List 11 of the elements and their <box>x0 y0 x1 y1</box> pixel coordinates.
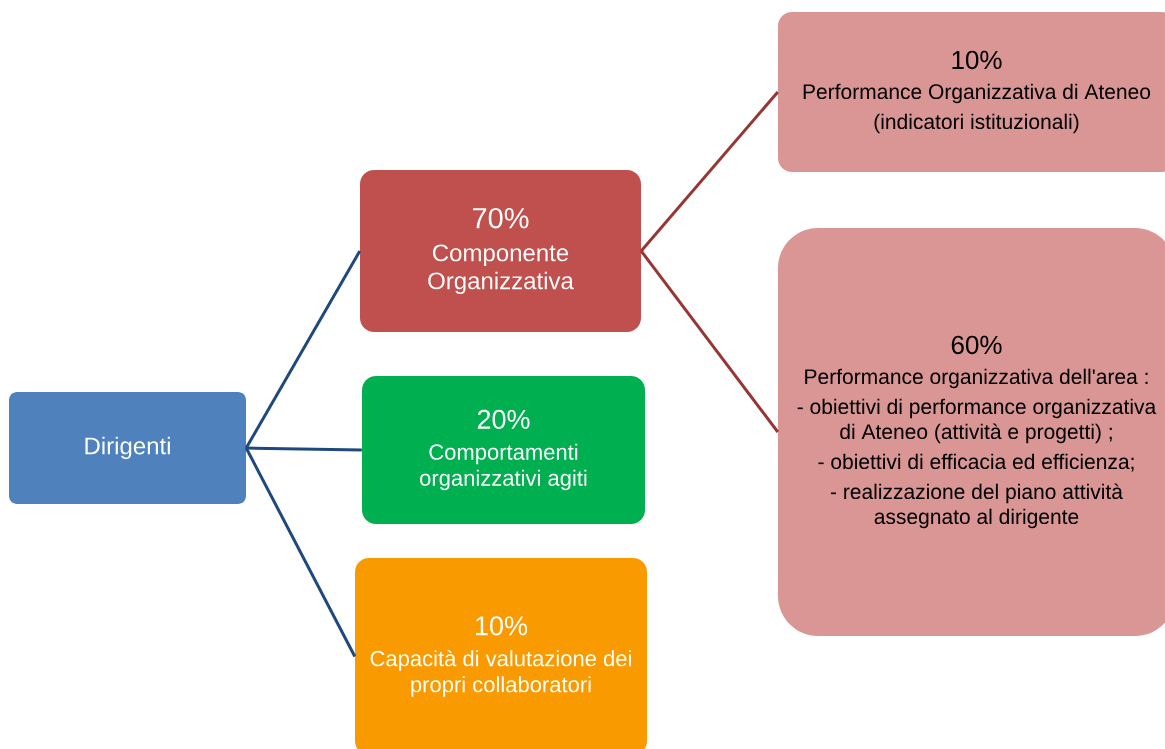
process-box: Dirigenti <box>9 392 246 504</box>
connector-line <box>244 250 362 449</box>
process-box: 60% Performance organizzativa dell'area : - obiettivi di performance organizzativa di Ateneo (attività e progetti) ; - obiettivi di efficacia ed efficienza; - realizzazione del piano attività assegnato al dirigente <box>778 228 1165 636</box>
process-box: 10% Capacità di valutazione dei propri collaboratori <box>355 558 647 749</box>
process-box: 20% Comportamenti organizzativi agiti <box>362 376 645 524</box>
process-box: 70% Componente Organizzativa <box>360 170 641 332</box>
connector-line <box>246 446 362 452</box>
connector-line <box>244 447 357 658</box>
process-box: 10% Performance Organizzativa di Ateneo (indicatori istituzionali) <box>778 12 1165 172</box>
connector-line <box>640 91 779 252</box>
connector-line <box>640 250 779 433</box>
